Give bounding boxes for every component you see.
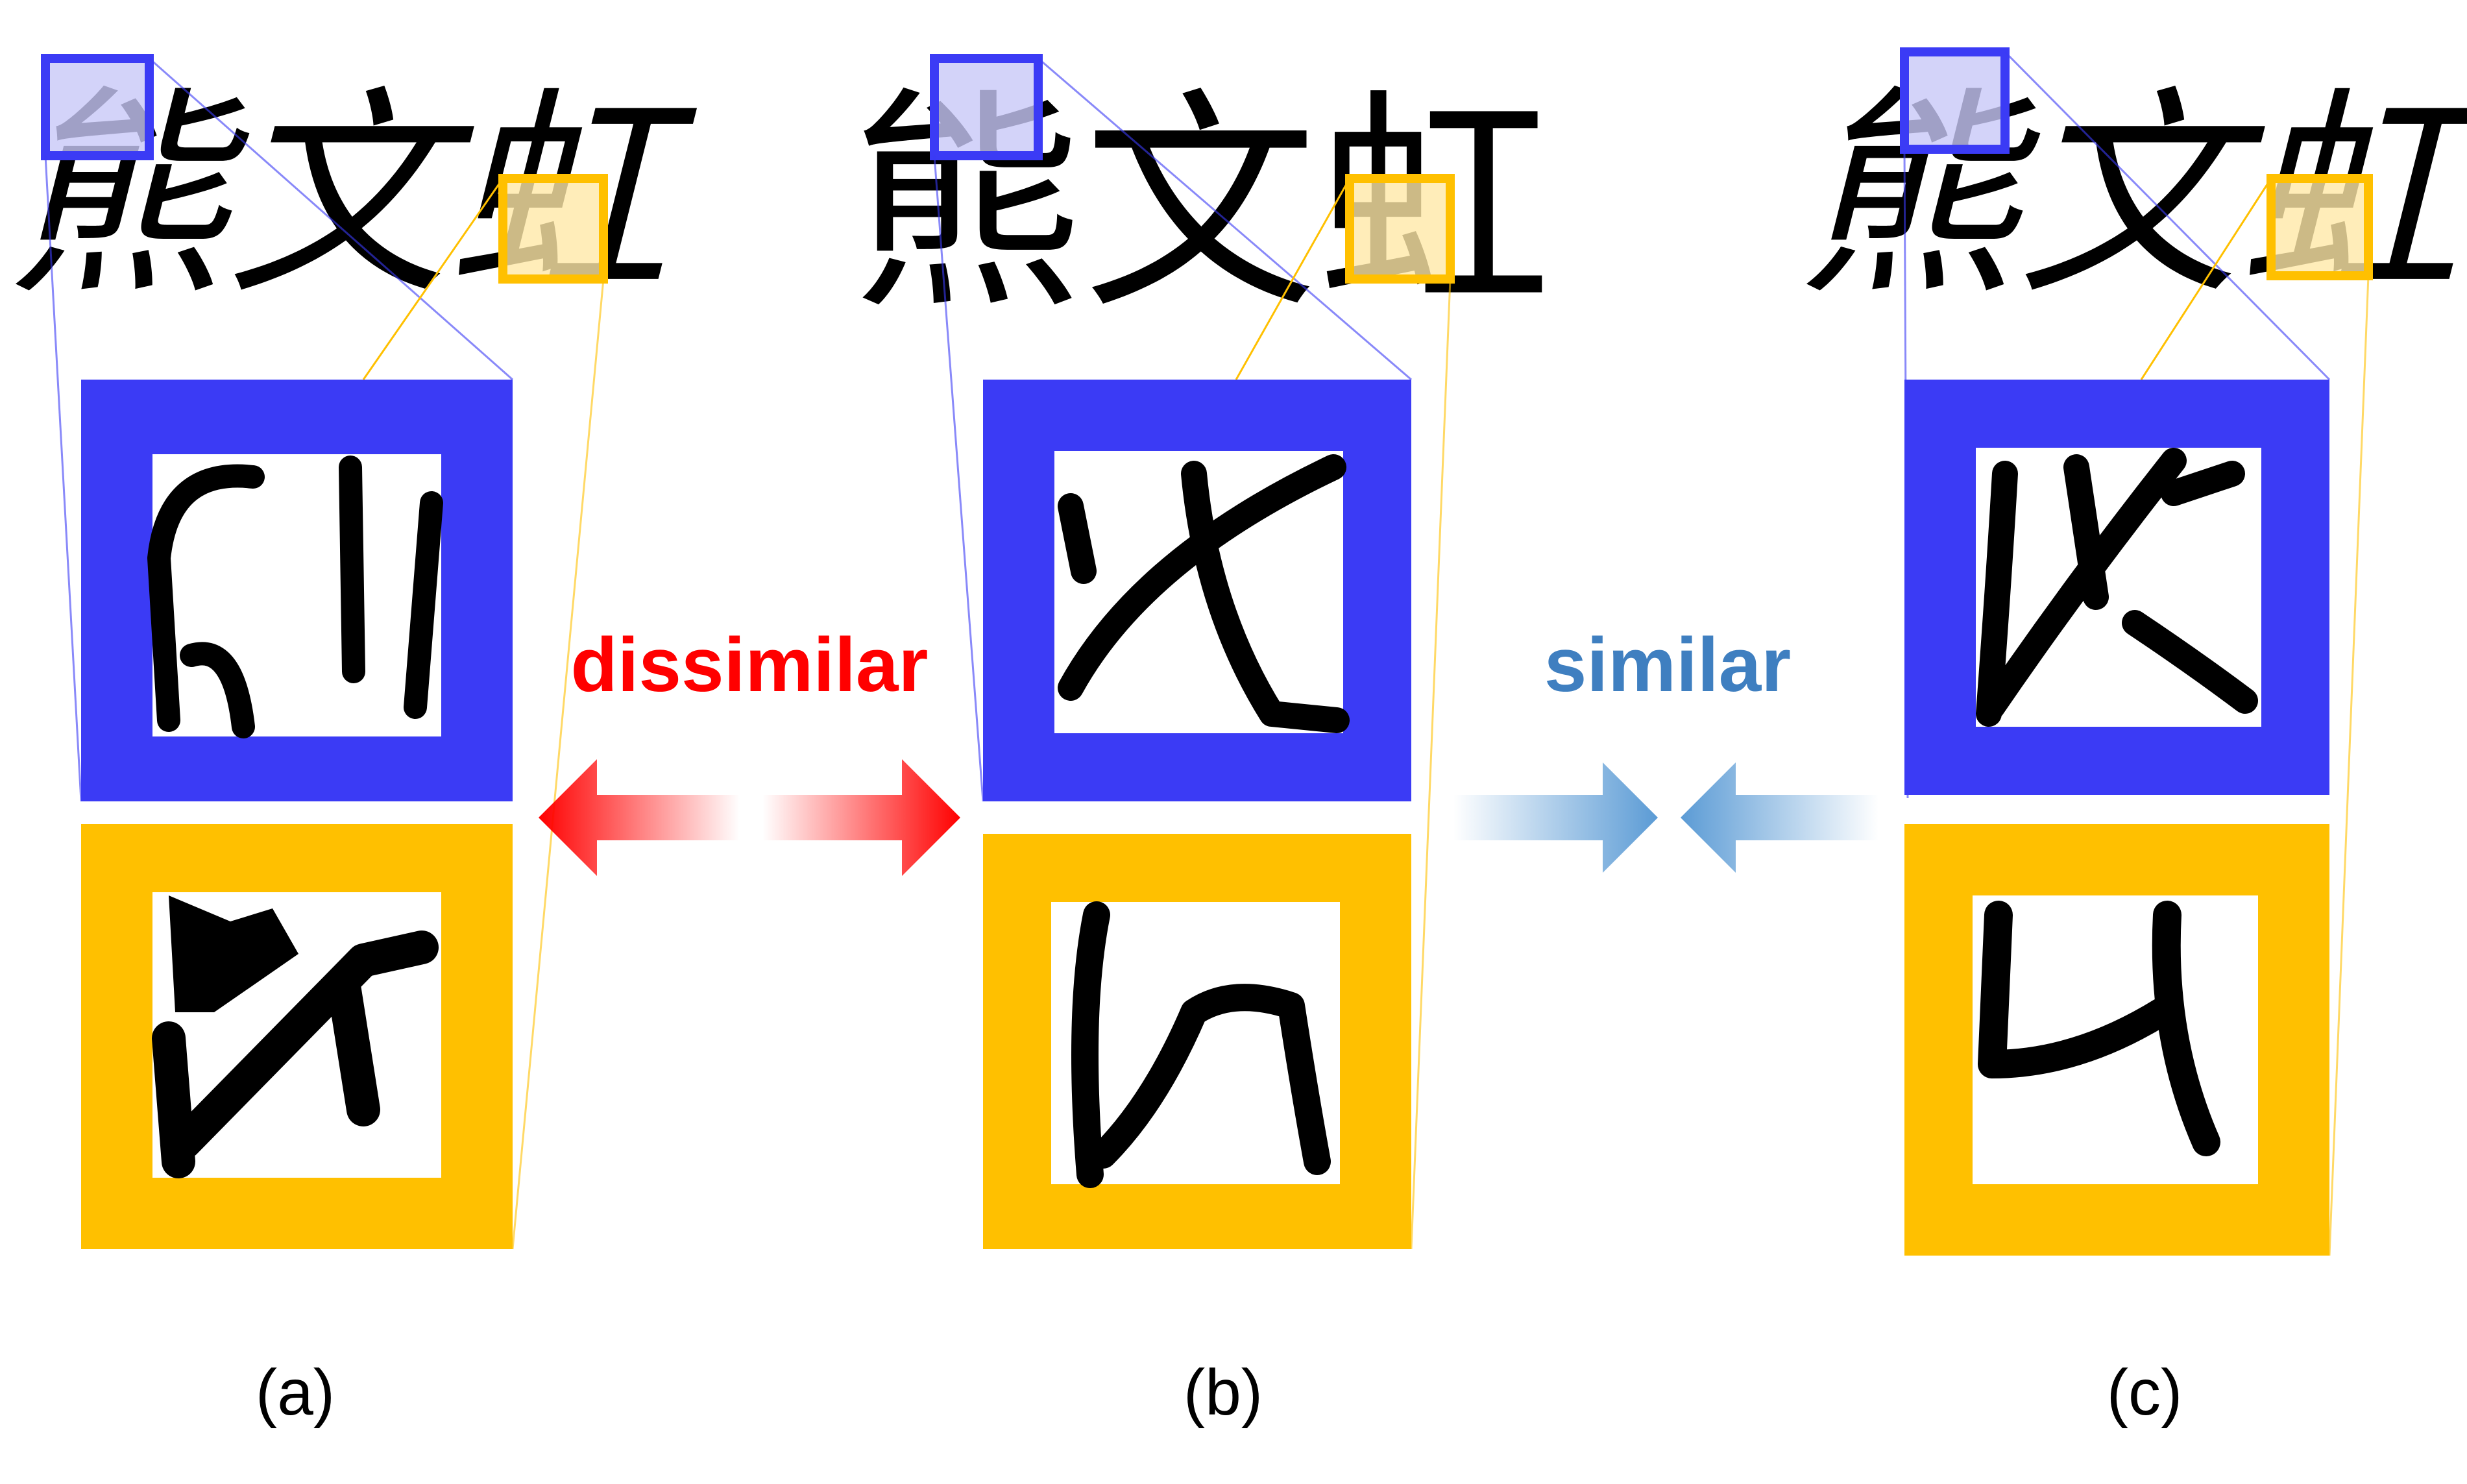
blue-patch-marker-b bbox=[930, 54, 1043, 160]
yellow-zoom-box-b bbox=[983, 834, 1411, 1249]
yellow-zoom-box-a bbox=[81, 824, 513, 1249]
yellow-patch-marker-a bbox=[498, 174, 608, 284]
similar-label: similar bbox=[1544, 622, 1791, 708]
zoom-lines-b bbox=[933, 57, 1452, 1250]
zoom-lines-a bbox=[44, 57, 605, 1250]
panel-a: 熊文虹 bbox=[6, 54, 699, 1250]
caption-c: (c) bbox=[2107, 1356, 2183, 1429]
dissimilar-label: dissimilar bbox=[571, 622, 929, 708]
similar-relation: similar bbox=[1453, 622, 1878, 873]
caption-b: (b) bbox=[1184, 1356, 1263, 1429]
blue-patch-marker-a bbox=[41, 54, 154, 160]
dissimilar-double-arrow bbox=[539, 759, 960, 876]
yellow-zoom-box-c bbox=[1904, 824, 2329, 1256]
blue-zoom-box-c bbox=[1904, 380, 2329, 795]
panel-b: 熊文虹 bbox=[850, 54, 1551, 1250]
yellow-patch-marker-b bbox=[1345, 174, 1455, 284]
dissimilar-relation: dissimilar bbox=[539, 622, 960, 876]
yellow-patch-marker-c bbox=[2266, 174, 2373, 280]
blue-zoom-box-a bbox=[81, 380, 513, 801]
blue-patch-marker-c bbox=[1900, 47, 2010, 154]
similar-converging-arrows bbox=[1453, 762, 1878, 873]
panel-c: 熊文虹 bbox=[1797, 47, 2467, 1256]
caption-a: (a) bbox=[256, 1356, 335, 1429]
blue-zoom-box-b bbox=[983, 380, 1411, 801]
